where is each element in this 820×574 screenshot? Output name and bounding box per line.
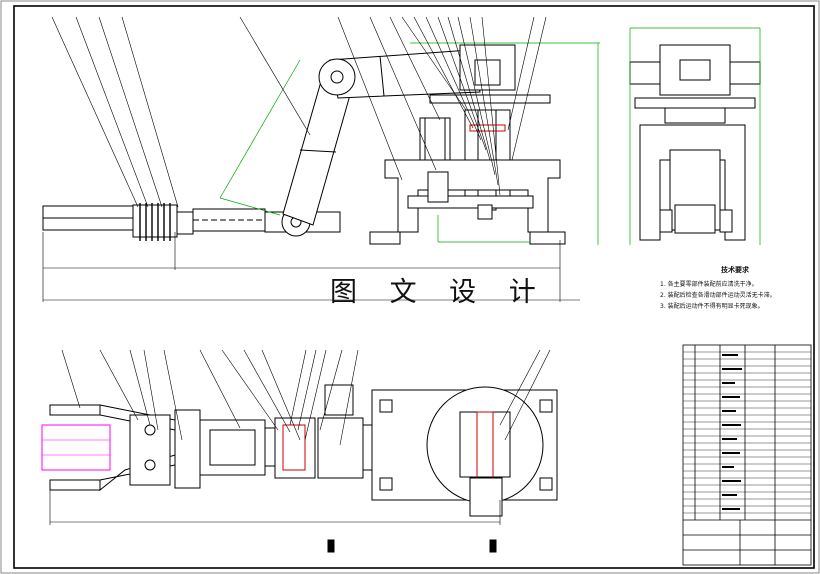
plan-view <box>49 384 558 517</box>
tech-req-title: 技术要求 <box>721 266 749 274</box>
front-view <box>42 44 566 245</box>
title-block <box>682 344 812 566</box>
front-view-overall-dims <box>42 232 580 302</box>
studio-watermark: 图 文 设 计 <box>330 277 548 308</box>
technical-requirements: 技术要求 1. 各主要零部件装配前应清洗干净。 2. 装配后检查各滑动部件运动灵… <box>660 265 810 312</box>
inner-frame <box>13 5 815 569</box>
bom-text-strokes <box>722 354 742 510</box>
tech-req-item: 1. 各主要零部件装配前应清洗干净。 <box>660 281 758 288</box>
tech-req-item: 2. 装配后检查各滑动部件运动灵活无卡滞。 <box>660 292 776 299</box>
tech-req-item: 3. 装配后运动件不得有明显卡死现象。 <box>660 303 764 310</box>
side-view <box>629 44 761 241</box>
side-view-dims <box>629 27 761 245</box>
workpiece <box>41 424 111 471</box>
section-markers <box>327 539 497 553</box>
bom-rows <box>683 351 811 514</box>
plan-view-leaders <box>61 349 551 446</box>
front-view-dimensions <box>219 42 600 245</box>
workpiece-hatch <box>42 439 110 456</box>
plan-view-dims <box>49 490 501 525</box>
front-view-leaders <box>51 16 547 208</box>
